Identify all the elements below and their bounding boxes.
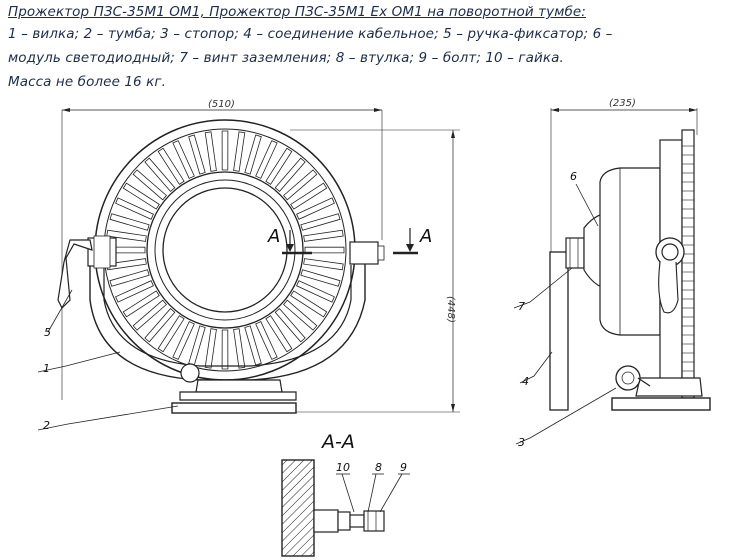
cooling-fin [132,169,167,201]
cooling-fin [244,325,262,366]
side-view [549,108,711,411]
cooling-fin [204,131,217,172]
cooling-fin [283,169,318,201]
cooling-fin [188,325,206,366]
cooling-fin [157,147,185,185]
lens-ring-inner [154,179,296,321]
callout-5: 5 [44,326,51,339]
cooling-fin [274,157,306,192]
callout-6: 6 [570,170,577,183]
base-plate-front [171,402,297,414]
caption-title: Прожектор ПЗС-35М1 ОМ1, Прожектор ПЗС-35… [8,4,586,20]
callout-4: 4 [522,375,529,388]
section-hatched-body [281,459,315,557]
cable-gland [565,237,585,269]
cooling-fin [244,134,262,175]
cooling-fin [303,229,344,242]
base-plate-side [611,397,711,411]
section-bolt-head [363,510,385,532]
cooling-fin [109,269,150,287]
cooling-fin [255,321,278,360]
cooling-fin [221,329,229,370]
housing-side [599,167,661,336]
lens-ring-outer [146,171,304,329]
outer-rim [94,119,356,381]
cooling-fin [283,299,318,331]
section-title: A-A [320,431,355,453]
cooling-fin [221,130,229,171]
callout-7: 7 [518,300,525,313]
dim-label-510: (510) [208,99,235,110]
cooling-fin [300,269,341,287]
right-pivot [349,241,379,265]
cooling-fin [303,258,344,271]
cooling-fin [172,321,195,360]
handle-side [658,261,679,314]
outer-rim-inner [103,128,347,372]
cooling-fin [106,229,147,242]
cooling-fin [274,308,306,343]
fork-inner [103,265,352,367]
cooling-fin [233,328,246,369]
cooling-fin [115,197,154,220]
cooling-fin [109,213,150,231]
side-leaders [513,183,617,445]
section-detail [281,459,410,557]
cooling-fin [144,308,176,343]
cooling-fin [172,140,195,179]
cooling-fin [296,197,335,220]
cooling-fin [296,280,335,303]
dimension-width-front [61,108,383,400]
cooling-fin [115,280,154,303]
fork-arm-side [549,251,569,411]
caption-parts-2: модуль светодиодный; 7 – винт заземления… [8,50,564,66]
cooling-fin [188,134,206,175]
cooling-fin [290,182,328,210]
section-label-left: A [267,226,280,247]
cooling-fin [265,147,293,185]
lens-glass [162,187,288,313]
front-leaders [37,289,179,431]
caption-parts-1: 1 – вилка; 2 – тумба; 3 – стопор; 4 – со… [8,26,613,42]
cooling-fin [144,157,176,192]
section-label-right: A [419,226,432,247]
cooling-fin [300,213,341,231]
handle-lever [57,239,93,310]
callout-10: 10 [336,461,350,474]
cooling-fin [122,290,160,318]
cooling-fin [255,140,278,179]
dim-label-235: (235) [609,98,636,109]
callout-2: 2 [43,419,50,432]
cooling-fin [304,246,345,254]
cooling-fin [157,315,185,353]
callout-3: 3 [518,436,525,449]
front-view [57,108,460,414]
dimension-height-front [290,129,460,413]
callout-9: 9 [400,461,407,474]
cooling-fin [233,131,246,172]
cooling-fin [204,328,217,369]
stopper-front [180,363,200,383]
dim-label-448: (448) [445,296,456,323]
cooling-fin [290,290,328,318]
callout-8: 8 [375,461,382,474]
cooling-fin [265,315,293,353]
caption-mass: Масса не более 16 кг. [8,74,166,90]
cooling-fin [122,182,160,210]
callout-1: 1 [43,362,50,375]
cooling-fin [132,299,167,331]
cooling-fins [105,130,345,370]
